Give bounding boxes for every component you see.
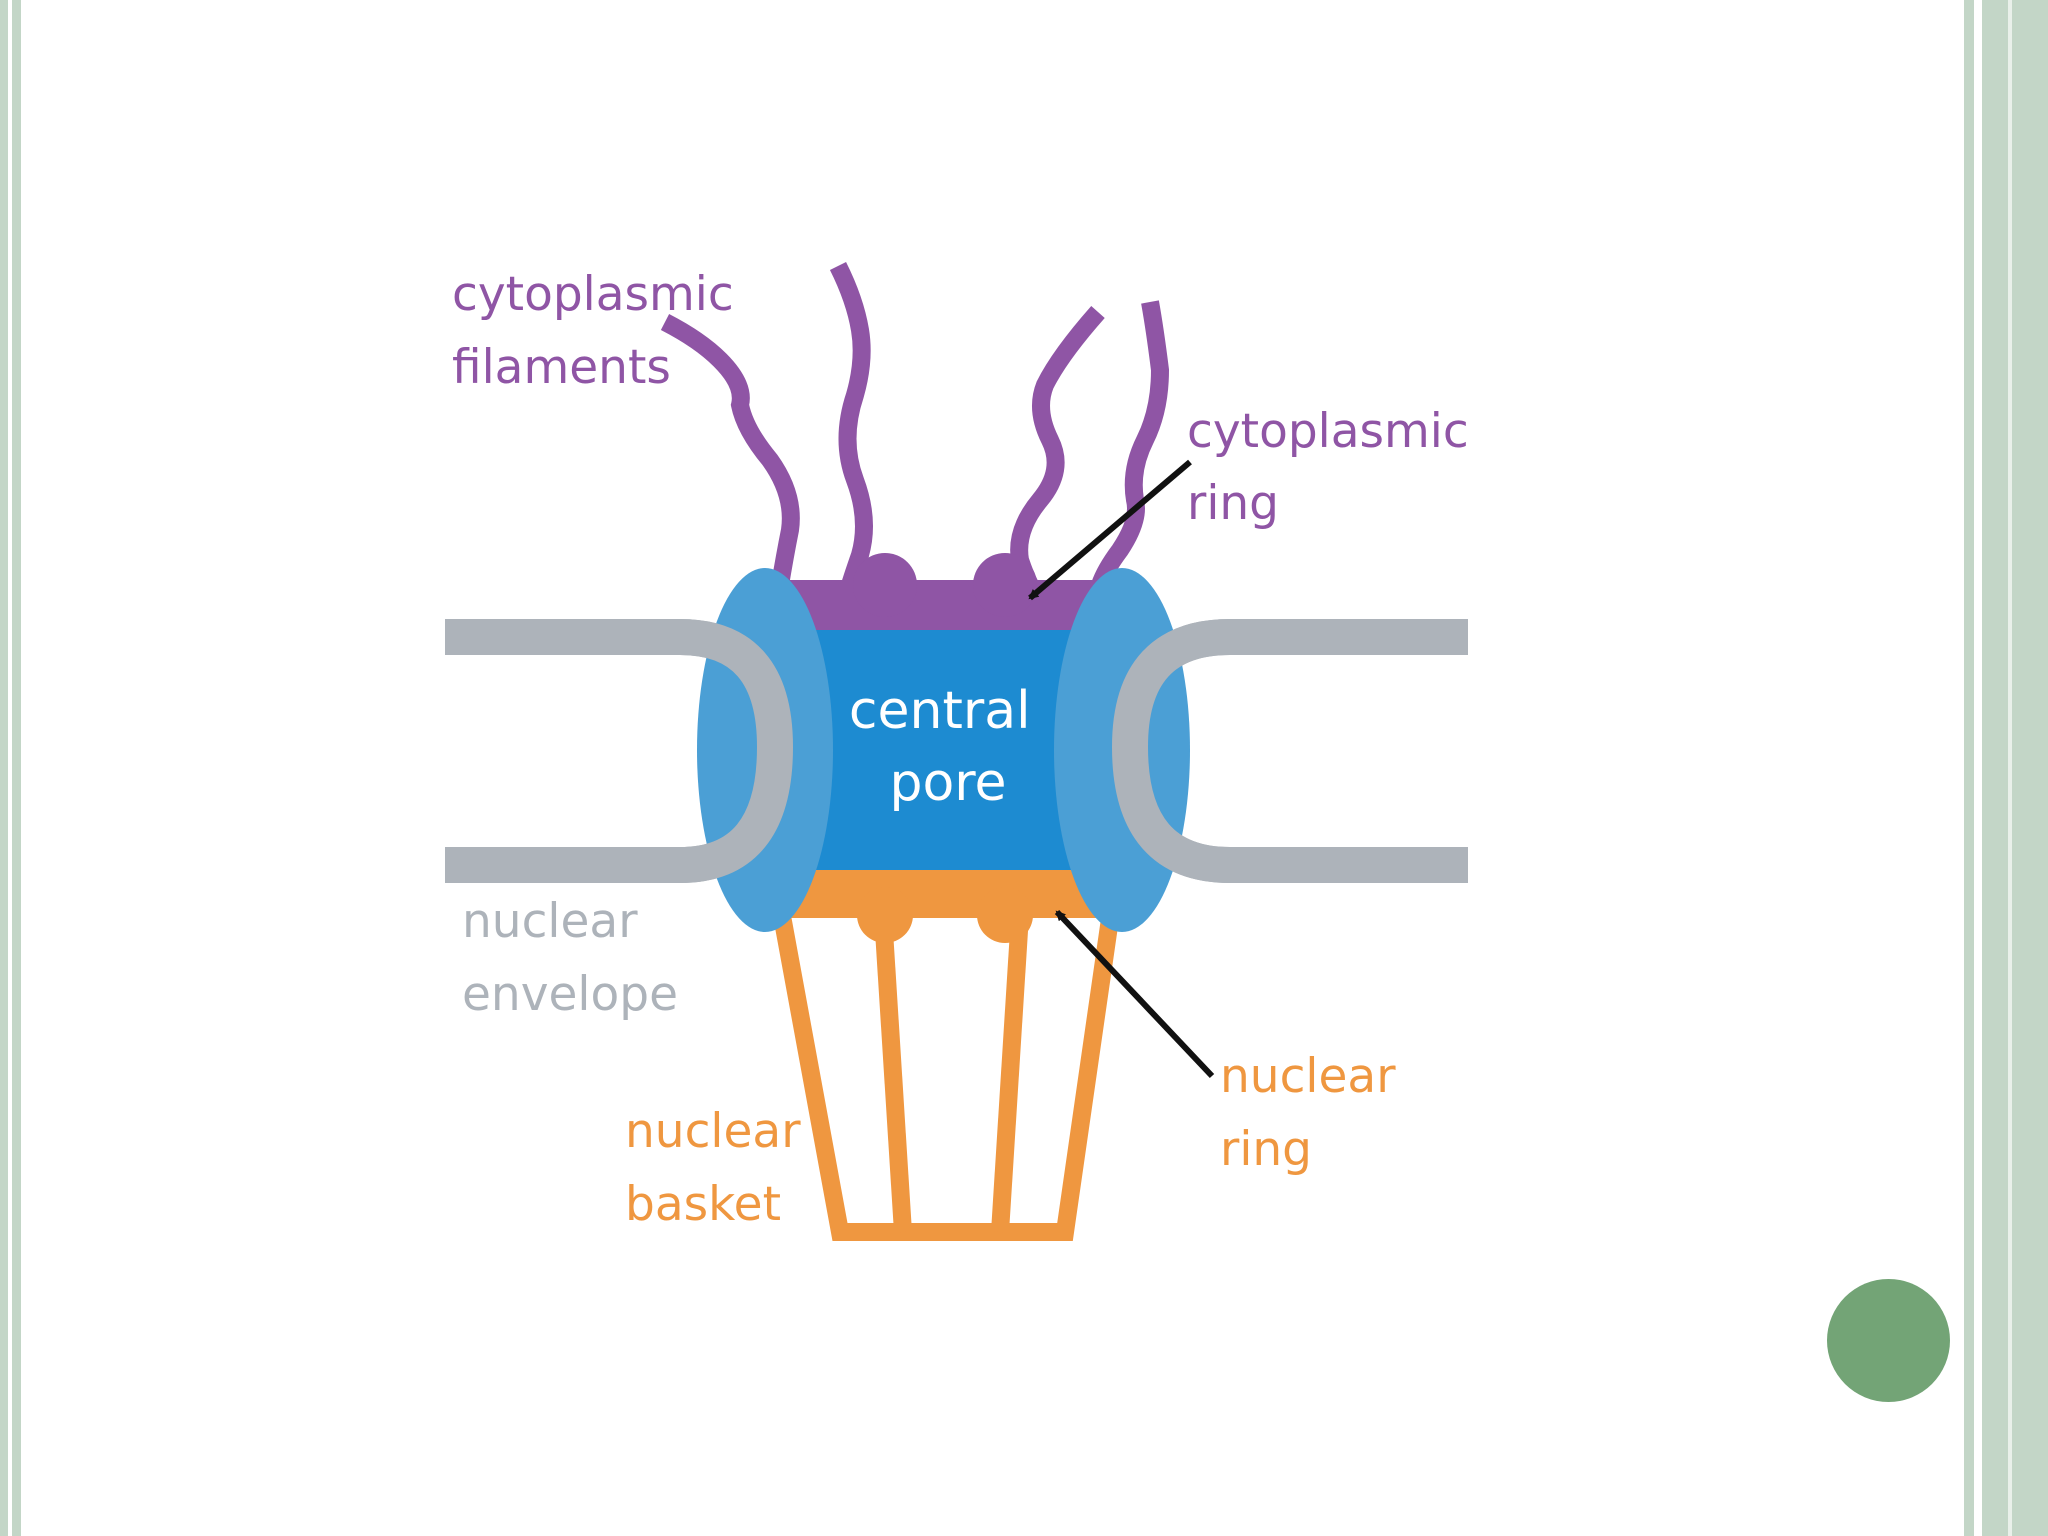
slide-frame-right (1960, 0, 2048, 1536)
slide-frame-left-line (12, 0, 21, 1536)
cytoplasmic-ring-bump-2 (973, 553, 1037, 617)
nuclear-basket (771, 903, 1121, 1241)
label-nuclear-ring: nuclear ring (1220, 1049, 1410, 1177)
slide-decoration-circle (1827, 1279, 1950, 1402)
label-central-pore: central pore (849, 681, 1047, 813)
nuclear-ring-bump-1 (857, 887, 913, 943)
filament-3 (1010, 306, 1105, 590)
filament-2 (829, 261, 873, 588)
basket-outline (771, 903, 1121, 1241)
slide-frame-left-outer (0, 0, 8, 1536)
label-cytoplasmic-ring: cytoplasmic ring (1187, 404, 1484, 531)
nuclear-ring-bump-2 (977, 887, 1033, 943)
envelope-curl-right (1111, 619, 1231, 883)
envelope-curl-left (679, 619, 794, 883)
label-nuclear-envelope: nuclear envelope (462, 894, 678, 1022)
cytoplasmic-ring-arrow (1028, 459, 1192, 601)
label-cytoplasmic-filaments: cytoplasmic filaments (452, 267, 749, 395)
filament-4 (1091, 300, 1170, 589)
filament-1 (660, 313, 800, 587)
cytoplasmic-ring-bump-1 (853, 553, 917, 617)
nuclear-ring-arrow (1054, 909, 1215, 1079)
basket-strut-left (874, 914, 912, 1233)
basket-strut-right (991, 914, 1029, 1233)
label-nuclear-basket: nuclear basket (625, 1104, 815, 1232)
